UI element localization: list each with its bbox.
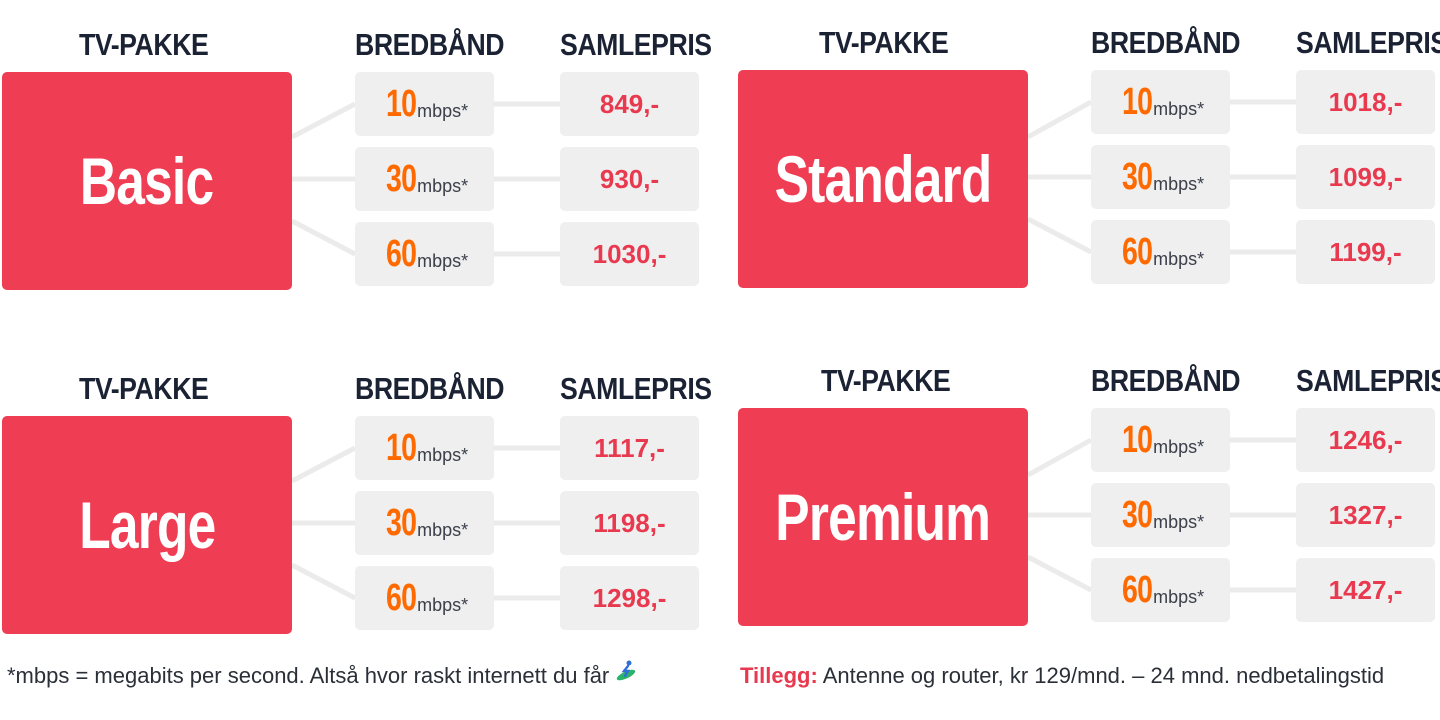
header-tv-pakke: TV-PAKKE xyxy=(821,363,951,398)
package-name: Large xyxy=(78,488,216,562)
package-name: Basic xyxy=(80,144,214,218)
speed-unit: mbps* xyxy=(1153,436,1205,457)
speed-value: 10 xyxy=(385,426,417,469)
header-tv-pakke: TV-PAKKE xyxy=(819,25,949,60)
header-tv-pakke: TV-PAKKE xyxy=(79,27,209,62)
speed-value: 30 xyxy=(385,501,417,544)
package-card[interactable]: Premium xyxy=(738,408,1028,626)
package-name: Standard xyxy=(774,142,993,216)
header-bredband: BREDBÅND xyxy=(355,27,505,62)
package-card[interactable]: Basic xyxy=(2,72,292,290)
price-cell: 849,- xyxy=(560,72,699,136)
speed-value: 10 xyxy=(1121,80,1153,123)
speed-unit: mbps* xyxy=(1153,248,1205,269)
price-cell: 1099,- xyxy=(1296,145,1435,209)
connector-lines xyxy=(290,445,560,601)
header-bredband: BREDBÅND xyxy=(1091,25,1241,60)
speed-value: 10 xyxy=(385,82,417,125)
header-bredband: BREDBÅND xyxy=(355,371,505,406)
package-card[interactable]: Standard xyxy=(738,70,1028,288)
speed-unit: mbps* xyxy=(417,250,469,271)
speed-unit: mbps* xyxy=(417,100,469,121)
price-cell: 930,- xyxy=(560,147,699,211)
price-cell: 1427,- xyxy=(1296,558,1435,622)
header-samlepris: SAMLEPRIS xyxy=(560,371,712,406)
speed-value: 60 xyxy=(1121,230,1153,273)
header-samlepris: SAMLEPRIS xyxy=(1296,363,1440,398)
speed-value: 30 xyxy=(385,157,417,200)
addon-label: Tillegg: xyxy=(740,663,818,688)
speed-unit: mbps* xyxy=(417,444,469,465)
price-cell: 1117,- xyxy=(560,416,699,480)
connector-lines xyxy=(1026,99,1296,255)
header-tv-pakke: TV-PAKKE xyxy=(79,371,209,406)
price-cell: 1030,- xyxy=(560,222,699,286)
price-cell: 1246,- xyxy=(1296,408,1435,472)
price-cell: 1199,- xyxy=(1296,220,1435,284)
addon-text: Antenne og router, kr 129/mnd. – 24 mnd.… xyxy=(817,663,1385,688)
connector-lines xyxy=(1026,437,1296,593)
header-bredband: BREDBÅND xyxy=(1091,363,1241,398)
speed-unit: mbps* xyxy=(417,594,469,615)
footnote: *mbps = megabits per second. Altså hvor … xyxy=(7,660,637,689)
speed-value: 60 xyxy=(385,576,417,619)
price-cell: 1298,- xyxy=(560,566,699,630)
speed-unit: mbps* xyxy=(417,175,469,196)
speed-value: 30 xyxy=(1121,493,1153,536)
package-card[interactable]: Large xyxy=(2,416,292,634)
speed-value: 60 xyxy=(1121,568,1153,611)
surfer-icon xyxy=(615,659,637,687)
package-name: Premium xyxy=(775,480,992,554)
price-cell: 1018,- xyxy=(1296,70,1435,134)
header-samlepris: SAMLEPRIS xyxy=(560,27,712,62)
speed-value: 60 xyxy=(385,232,417,275)
speed-unit: mbps* xyxy=(1153,173,1205,194)
speed-value: 10 xyxy=(1121,418,1153,461)
connector-lines xyxy=(290,101,560,257)
speed-unit: mbps* xyxy=(1153,511,1205,532)
header-samlepris: SAMLEPRIS xyxy=(1296,25,1440,60)
speed-unit: mbps* xyxy=(1153,586,1205,607)
addon-note: Tillegg: Antenne og router, kr 129/mnd. … xyxy=(740,663,1384,689)
footnote-text: *mbps = megabits per second. Altså hvor … xyxy=(7,663,610,688)
speed-unit: mbps* xyxy=(417,519,469,540)
speed-unit: mbps* xyxy=(1153,98,1205,119)
price-cell: 1327,- xyxy=(1296,483,1435,547)
speed-value: 30 xyxy=(1121,155,1153,198)
price-cell: 1198,- xyxy=(560,491,699,555)
